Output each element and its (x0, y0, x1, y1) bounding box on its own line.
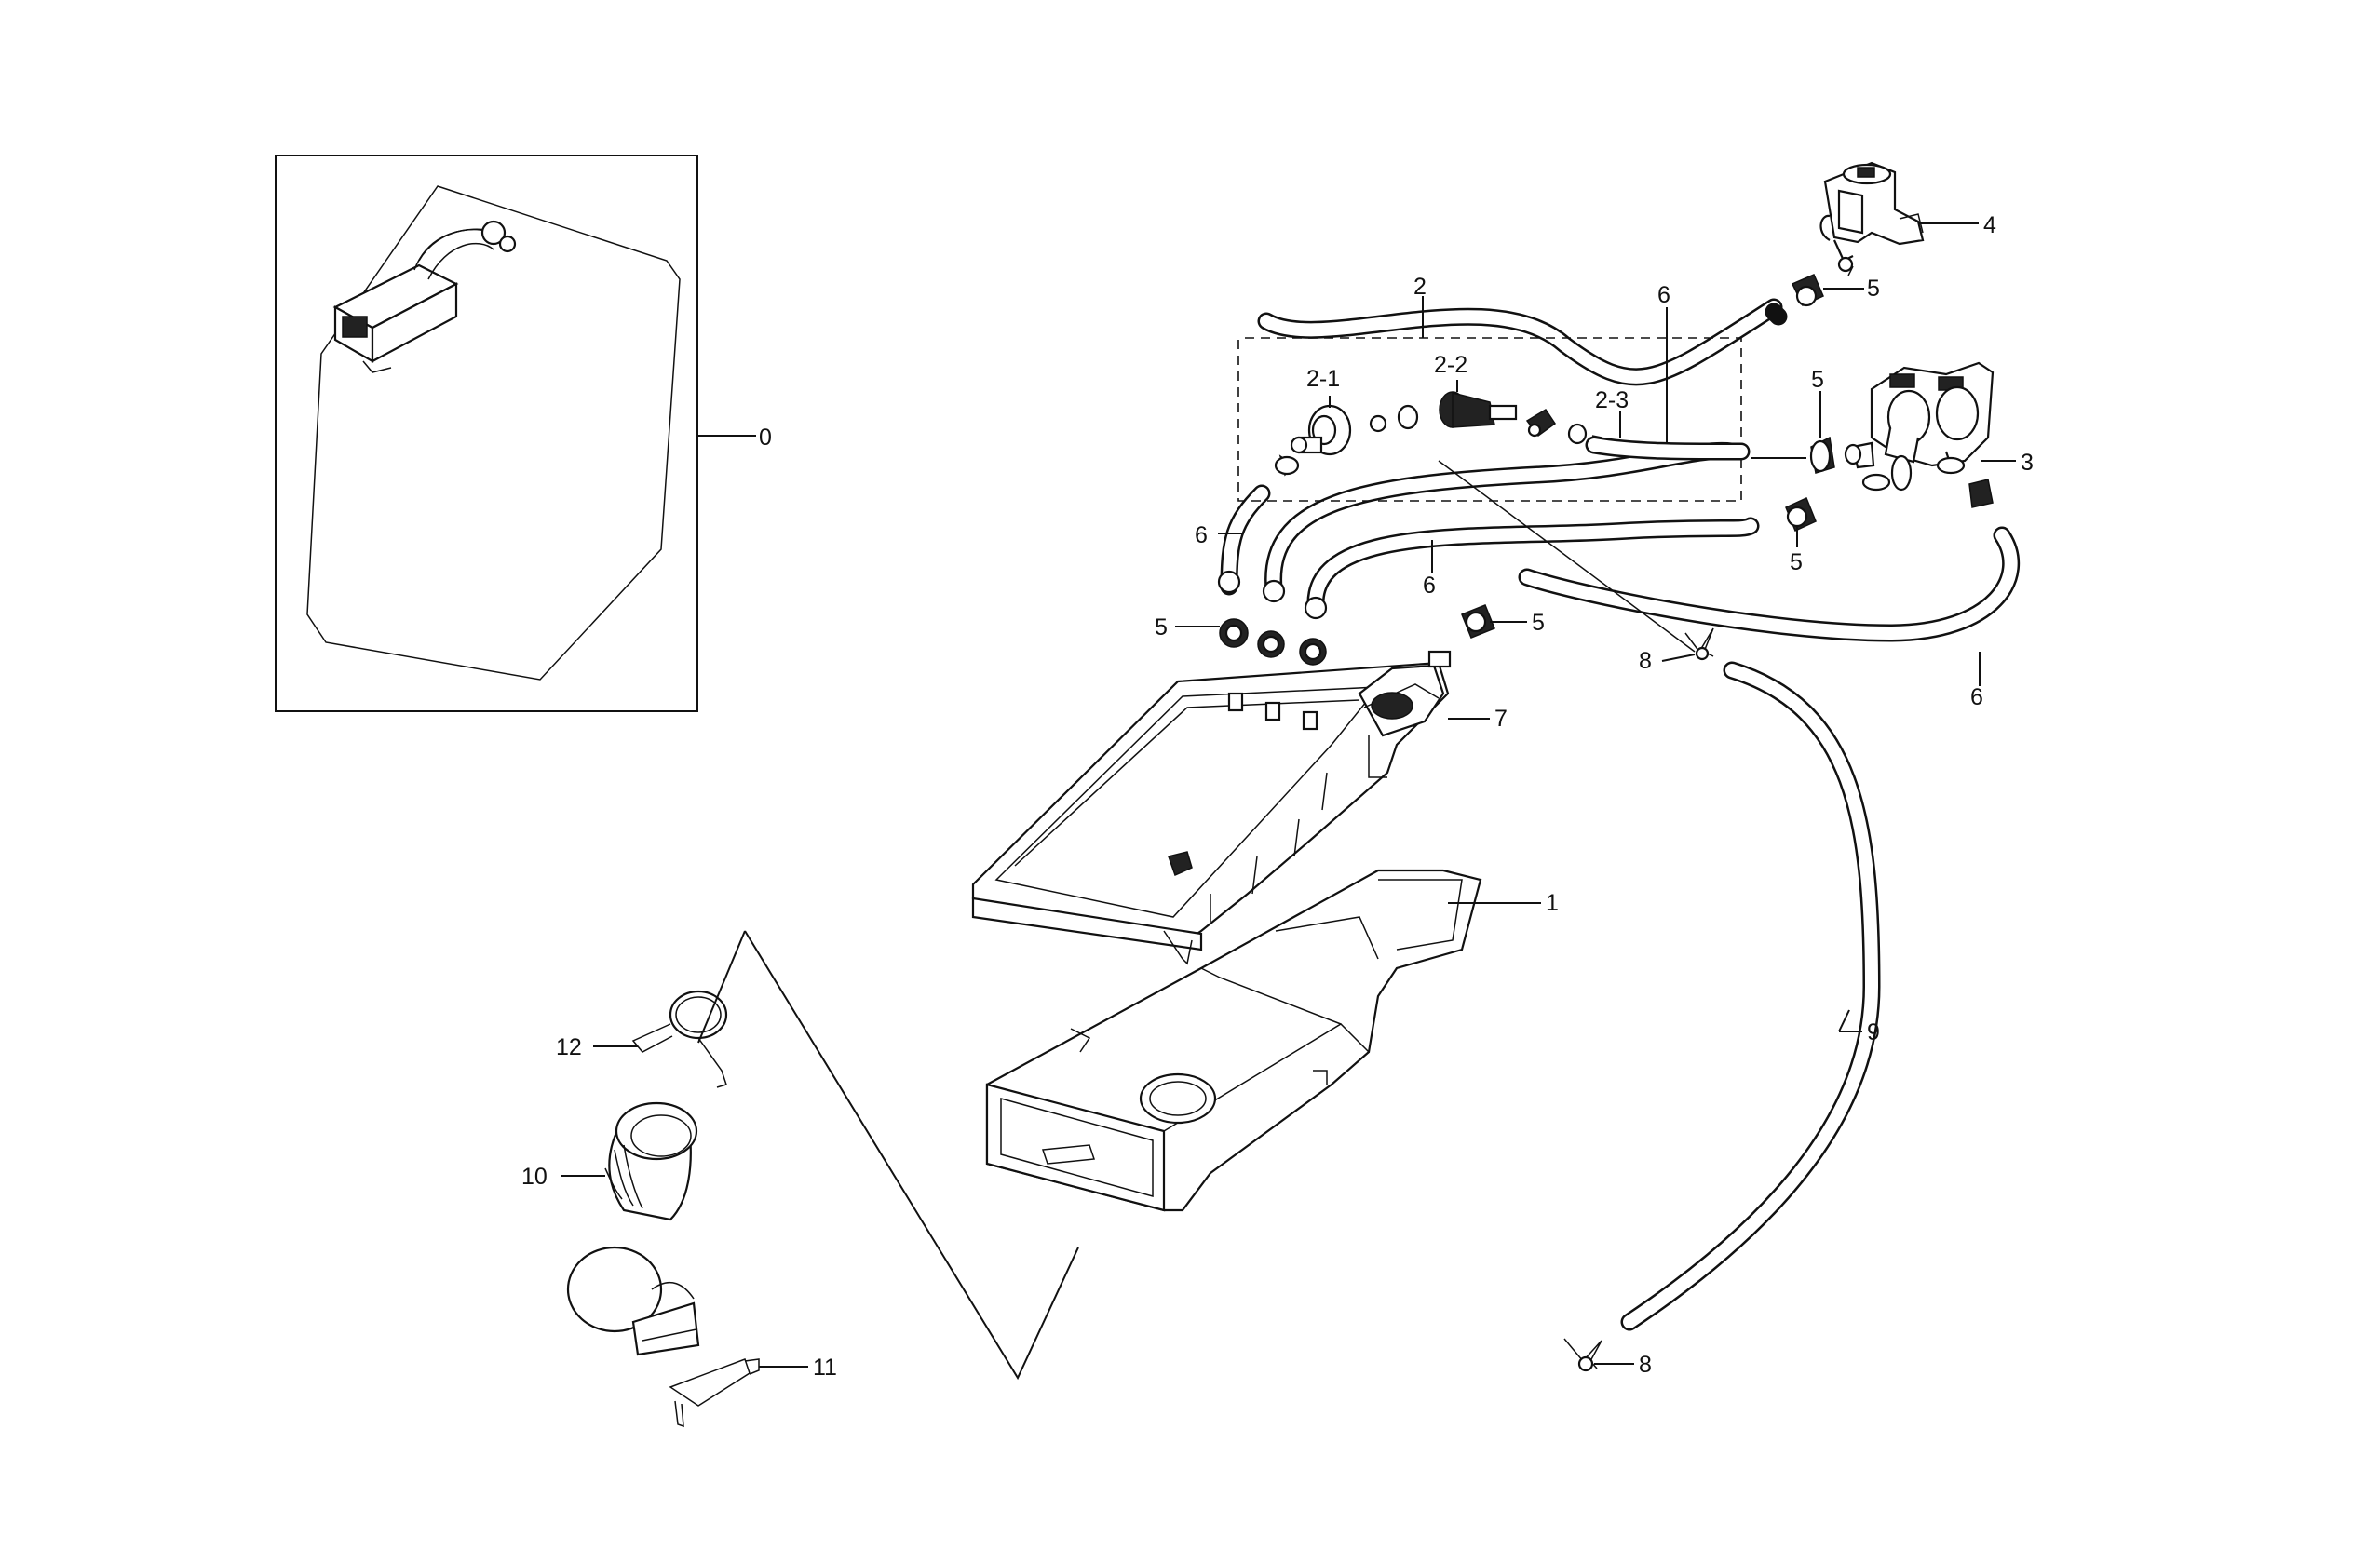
clamp-5-left-group (1217, 570, 1328, 666)
callout-2-1: 2-1 (1306, 366, 1340, 392)
part-8-clip-bottom (1563, 1338, 1602, 1372)
callout-7: 7 (1494, 706, 1508, 732)
inset-dispenser-assembly (332, 220, 517, 373)
clamp-5-top (1791, 274, 1824, 307)
part-11-clip (669, 1358, 760, 1428)
part-2-2-filter (1439, 391, 1518, 428)
callout-4: 4 (1983, 212, 1996, 238)
part-2-1-nozzle (1274, 404, 1352, 477)
clip (1525, 408, 1557, 438)
part-4-valve (1819, 161, 1925, 276)
o-ring-small (1369, 414, 1387, 433)
callout-8-bottom: 8 (1639, 1352, 1652, 1378)
callout-8-top: 8 (1639, 648, 1652, 674)
callout-6-right: 6 (1970, 684, 1983, 710)
clamp-5-valve (1809, 436, 1835, 474)
callout-5-left: 5 (1155, 614, 1168, 640)
callout-12: 12 (556, 1034, 582, 1060)
o-ring (1397, 404, 1419, 430)
hoses (1220, 298, 2020, 1331)
part-1-drawer-housing (985, 869, 1482, 1212)
hose-6-valve-top (1765, 303, 1788, 326)
callout-6-upper: 6 (1657, 282, 1670, 308)
clamp-5-right (1785, 496, 1817, 533)
callout-2-3: 2-3 (1595, 387, 1629, 413)
callout-5-top: 5 (1867, 276, 1880, 302)
part-7-housing-cover (971, 650, 1452, 965)
callout-2: 2 (1413, 274, 1427, 300)
assembly-inset (275, 155, 756, 712)
callout-5-right: 5 (1790, 549, 1803, 575)
part-8-clip-top (1684, 627, 1714, 661)
part-3-valve (1844, 361, 1995, 508)
inset-outline (306, 185, 681, 681)
callout-3: 3 (2021, 450, 2034, 476)
callout-5-mid: 5 (1532, 610, 1545, 636)
callout-1: 1 (1546, 890, 1559, 916)
exploded-view-guide (744, 930, 1079, 1381)
callout-10: 10 (521, 1164, 548, 1190)
callout-0: 0 (759, 425, 772, 451)
part-10-bellows (566, 1101, 700, 1356)
leader-2-1 (1438, 460, 1696, 653)
callout-11: 11 (813, 1355, 837, 1381)
inset-frame (275, 155, 698, 712)
callout-2-2: 2-2 (1434, 352, 1467, 378)
clamps (1175, 274, 1864, 666)
gasket (1567, 423, 1588, 445)
clamp-5-mid (1461, 604, 1495, 639)
part-2-3-tube (1585, 435, 1751, 461)
callout-labels: 0 1 2 2-1 2-2 2-3 3 4 5 5 5 5 5 5 6 6 6 … (521, 212, 2034, 1381)
part-12-ring (631, 990, 728, 1088)
callout-9: 9 (1867, 1019, 1880, 1045)
callout-6-mid: 6 (1423, 573, 1436, 599)
callout-6-left: 6 (1195, 522, 1208, 548)
callout-5-valve: 5 (1811, 367, 1824, 393)
sub-assembly-2 (1237, 296, 1806, 502)
